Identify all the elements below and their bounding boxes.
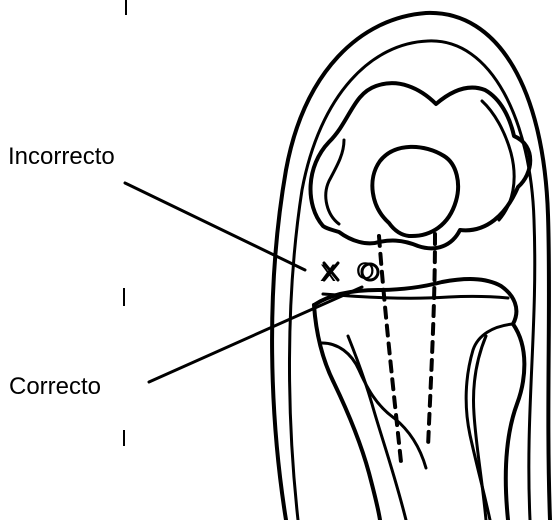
right-tendon-line [428, 234, 435, 447]
patella-outline [372, 147, 458, 236]
joint-space-line [323, 294, 508, 298]
correct-marker-text: O [356, 260, 375, 284]
left-tendon-line [379, 236, 401, 462]
left-femoral-condyle [326, 140, 344, 224]
femur-outline [311, 83, 531, 248]
incorrect-marker-text: X [320, 262, 336, 286]
tibial-inner-right-line [474, 336, 487, 520]
tibial-plateau-outline [314, 279, 524, 520]
correct-pointer-line [149, 287, 362, 382]
correct-label: Correcto [9, 375, 101, 399]
incorrect-label: Incorrecto [8, 145, 115, 169]
